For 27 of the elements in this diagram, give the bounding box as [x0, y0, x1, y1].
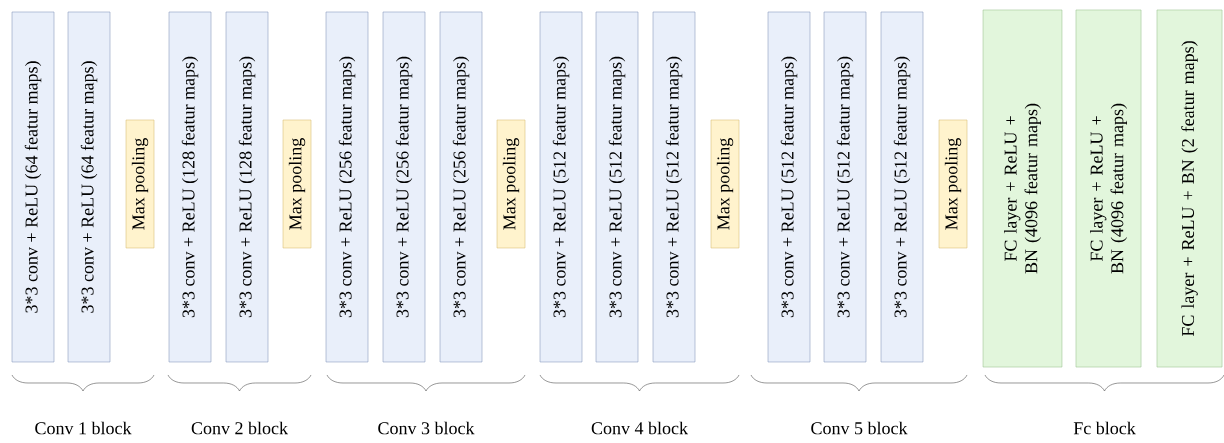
conv-layer-box: 3*3 conv + ReLU (512 featur maps) — [595, 11, 639, 363]
conv-layer-box: 3*3 conv + ReLU (512 featur maps) — [652, 11, 696, 363]
fc-layer-box: FC layer + ReLU + BN (4096 featur maps) — [982, 9, 1063, 368]
pooling-box: Max pooling — [282, 119, 312, 249]
conv-layer-box: 3*3 conv + ReLU (64 featur maps) — [11, 11, 55, 363]
pooling-box: Max pooling — [496, 119, 526, 249]
fc-layer-box: FC layer + ReLU + BN (4096 featur maps) — [1075, 9, 1142, 368]
block-label: Fc block — [1073, 421, 1136, 435]
block-label: Conv 5 block — [811, 421, 908, 435]
block-label: Conv 1 block — [35, 421, 132, 435]
conv-layer-box: 3*3 conv + ReLU (256 featur maps) — [325, 11, 369, 363]
conv-layer-box: 3*3 conv + ReLU (512 featur maps) — [880, 11, 924, 363]
pooling-box: Max pooling — [938, 119, 968, 249]
conv-layer-box: 3*3 conv + ReLU (256 featur maps) — [382, 11, 426, 363]
conv-layer-box: 3*3 conv + ReLU (128 featur maps) — [225, 11, 269, 363]
block-label: Conv 4 block — [591, 421, 688, 435]
pooling-box: Max pooling — [125, 119, 155, 249]
conv-layer-box: 3*3 conv + ReLU (512 featur maps) — [767, 11, 811, 363]
conv-layer-box: 3*3 conv + ReLU (512 featur maps) — [539, 11, 583, 363]
block-label: Conv 2 block — [191, 421, 288, 435]
conv-layer-box: 3*3 conv + ReLU (256 featur maps) — [439, 11, 483, 363]
pooling-box: Max pooling — [710, 119, 740, 249]
conv-layer-box: 3*3 conv + ReLU (64 featur maps) — [67, 11, 111, 363]
fc-layer-box: FC layer + ReLU + BN (2 featur maps) — [1156, 9, 1223, 368]
conv-layer-box: 3*3 conv + ReLU (512 featur maps) — [823, 11, 867, 363]
conv-layer-box: 3*3 conv + ReLU (128 featur maps) — [168, 11, 212, 363]
block-label: Conv 3 block — [378, 421, 475, 435]
